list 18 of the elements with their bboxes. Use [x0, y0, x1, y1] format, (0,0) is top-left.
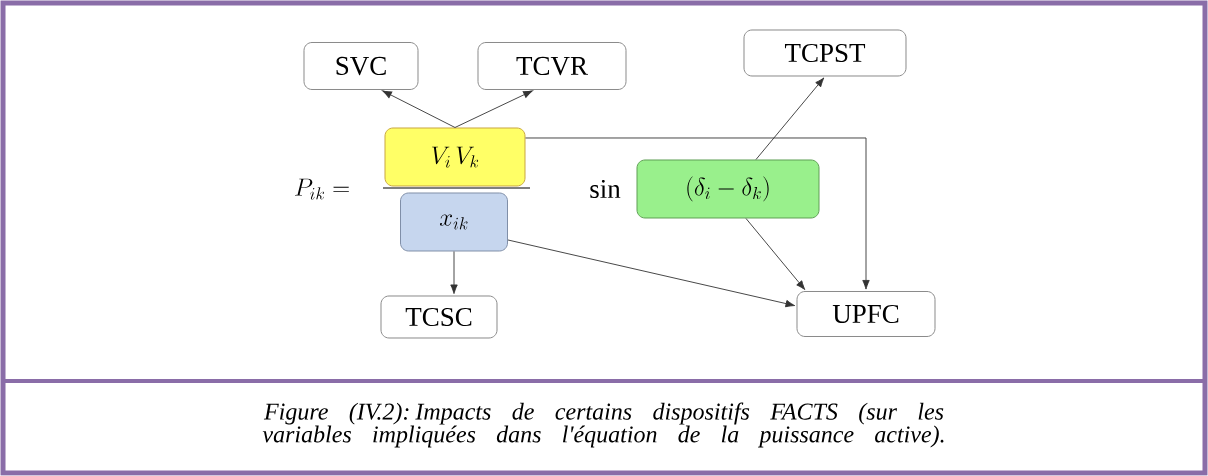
figure-caption: Figure (IV.2): Impacts de certains dispositifs FACTS (sur les variables impliquées dans l'équation de la puissance active). [262, 402, 944, 448]
term-box: $x_{ik}$ [400, 192, 508, 252]
arrow [525, 137, 870, 290]
equation-term: $P_{ik} =$ [295, 178, 349, 200]
arrow [755, 77, 825, 160]
arrow [450, 251, 458, 295]
device-box: TCVR [477, 42, 627, 90]
arrow [507, 239, 796, 308]
device-box: SVC [303, 42, 419, 90]
device-box: UPFC [796, 291, 936, 337]
device-box: TCSC [380, 295, 498, 339]
arrow [745, 218, 806, 290]
device-box: TCPST [743, 29, 907, 77]
term-box: $(\delta_i - \delta_k)$ [636, 159, 820, 219]
arrow [454, 90, 533, 128]
function-label: sin [590, 179, 621, 199]
term-box: $V_i \, V_k$ [384, 127, 526, 187]
arrow [382, 90, 456, 128]
